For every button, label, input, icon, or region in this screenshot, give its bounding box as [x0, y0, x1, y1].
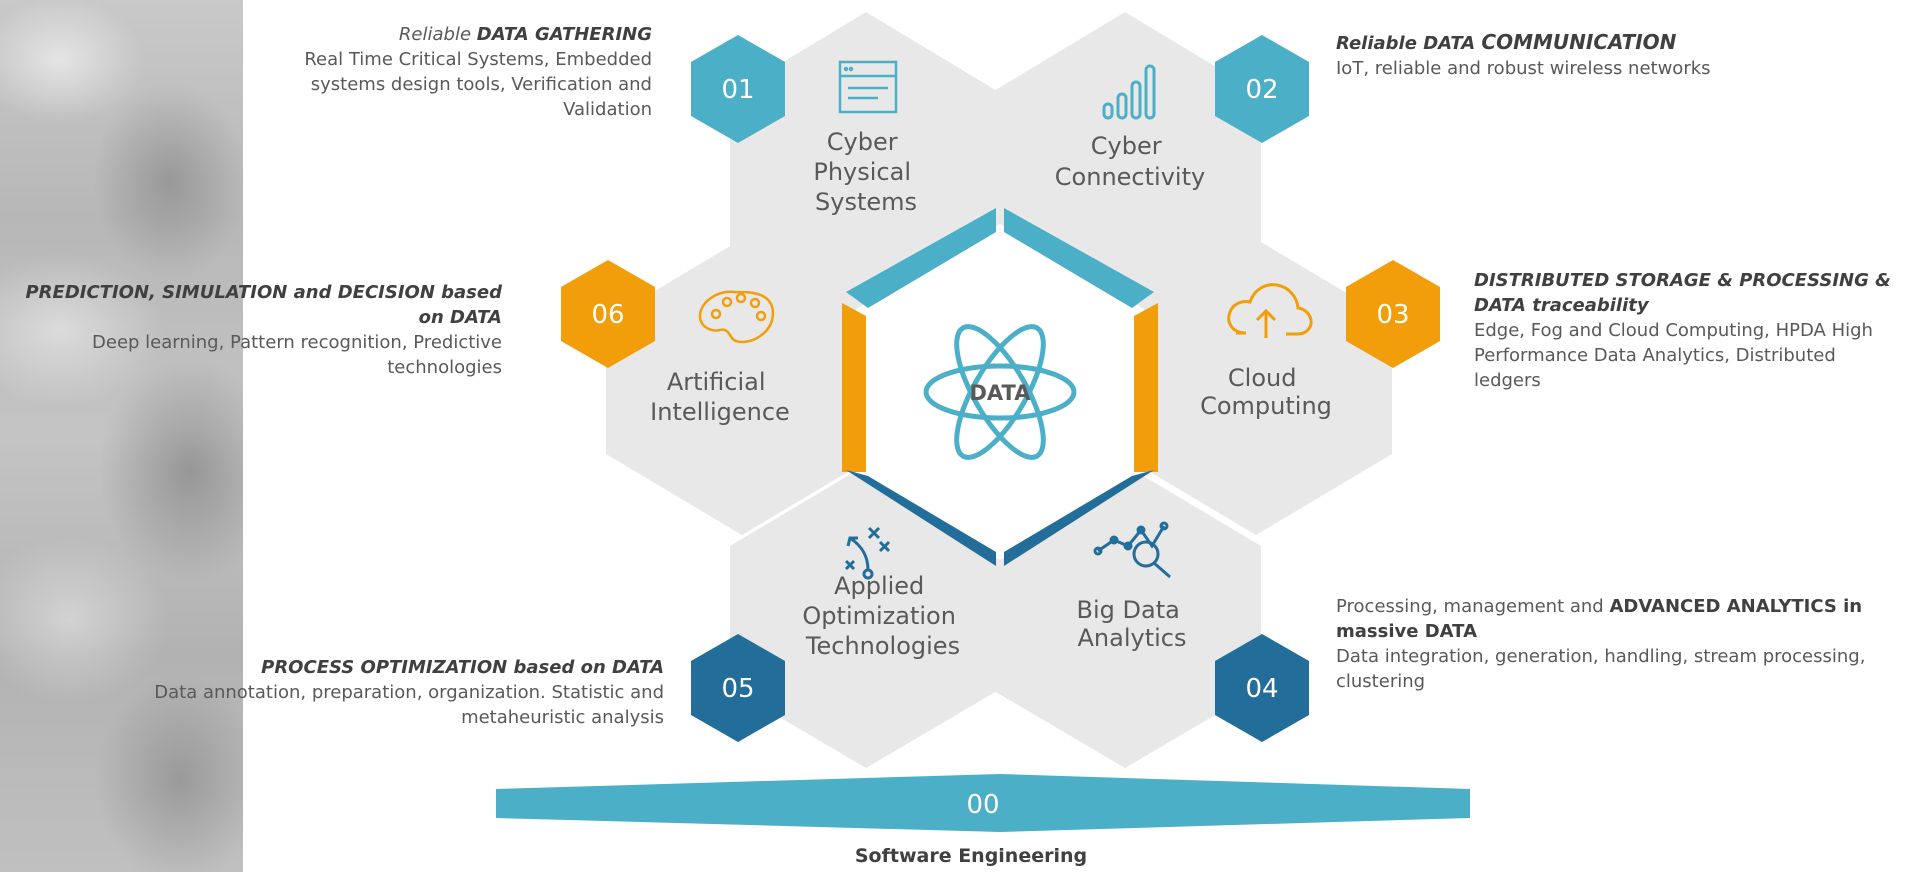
connector-teal-left [846, 208, 996, 308]
description-04: Processing, management and ADVANCED ANAL… [1336, 596, 1866, 692]
label-cyber-connectivity: Cyber Connectivity [1055, 132, 1205, 191]
badge-05: 05 [691, 634, 785, 742]
badge-02: 02 [1215, 35, 1309, 143]
signal-bars-icon [1102, 64, 1156, 120]
cloud-upload-icon [1227, 283, 1313, 338]
svg-text:01: 01 [721, 75, 754, 105]
software-engineering-banner [496, 774, 1470, 832]
svg-text:02: 02 [1245, 75, 1278, 105]
connector-orange-right [1134, 303, 1158, 472]
description-02: Reliable DATA COMMUNICATION IoT, reliabl… [1336, 30, 1711, 79]
connector-orange-left [842, 303, 866, 472]
description-03: DISTRIBUTED STORAGE & PROCESSING & DATA … [1474, 270, 1891, 391]
description-05: PROCESS OPTIMIZATION based on DATA Data … [154, 657, 664, 728]
label-artificial-intelligence: Artificial Intelligence [650, 368, 790, 426]
window-icon [838, 60, 898, 114]
svg-text:03: 03 [1376, 300, 1409, 330]
hexagon-artificial-intelligence [606, 239, 878, 535]
svg-text:04: 04 [1245, 674, 1278, 704]
svg-text:06: 06 [591, 300, 624, 330]
strategy-play-icon [844, 526, 891, 580]
label-big-data-analytics: Big Data Analytics [1077, 596, 1188, 652]
connector-darkblue-right [1004, 470, 1154, 566]
palette-icon [698, 290, 775, 344]
cloud-background-strip [0, 0, 243, 872]
connector-teal-right [1004, 208, 1154, 308]
description-06: PREDICTION, SIMULATION and DECISION base… [25, 282, 502, 378]
hexagon-big-data-analytics [989, 465, 1261, 768]
center-hexagon [856, 224, 1144, 560]
label-cyber-physical-systems: Cyber Physical Systems [813, 128, 918, 216]
label-cloud-computing: Cloud Computing [1200, 364, 1332, 420]
description-01: Reliable DATA GATHERING Real Time Critic… [304, 24, 652, 120]
banner-label: Software Engineering [855, 845, 1087, 867]
banner-number: 00 [966, 790, 999, 820]
badge-01: 01 [691, 35, 785, 143]
svg-text:05: 05 [721, 674, 754, 704]
badge-03: 03 [1346, 260, 1440, 368]
atom-icon [923, 324, 1077, 460]
hexagon-applied-optimization [730, 465, 1002, 768]
center-data-label: DATA [969, 381, 1031, 405]
hexagon-cloud-computing [1120, 239, 1392, 535]
connector-darkblue-left [846, 470, 996, 566]
badge-06: 06 [561, 260, 655, 368]
label-applied-optimization: Applied Optimization Technologies [802, 572, 963, 660]
analytics-search-icon [1093, 521, 1171, 579]
badge-04: 04 [1215, 634, 1309, 742]
